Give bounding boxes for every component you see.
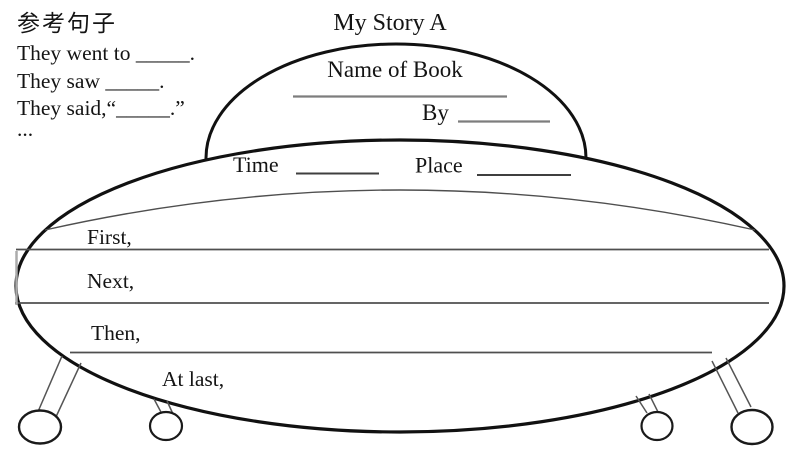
landing-foot-inner-right bbox=[640, 410, 674, 442]
landing-leg-far-right bbox=[711, 357, 752, 414]
reference-sentence-1: They went to _____. bbox=[17, 41, 195, 65]
landing-leg-far-left bbox=[36, 355, 82, 420]
landing-foot-far-left bbox=[17, 409, 63, 445]
place-label: Place bbox=[415, 153, 463, 178]
story-title: My Story A bbox=[333, 10, 447, 36]
landing-foot-inner-left bbox=[148, 410, 184, 442]
landing-leg-inner-right bbox=[635, 393, 659, 414]
sequence-then-label: Then, bbox=[91, 321, 141, 345]
inner-band-arc bbox=[44, 189, 756, 231]
reference-sentence-3: They said,“_____.” bbox=[17, 96, 185, 120]
sequence-first-label: First, bbox=[87, 225, 132, 249]
reference-sentence-2: They saw _____. bbox=[17, 69, 165, 93]
landing-foot-far-right bbox=[730, 408, 774, 446]
reference-heading: 参考句子 bbox=[17, 11, 117, 36]
sequence-next-label: Next, bbox=[87, 269, 134, 293]
book-name-label: Name of Book bbox=[327, 57, 463, 82]
reference-ellipsis: ... bbox=[17, 117, 33, 141]
sequence-at-last-label: At last, bbox=[162, 367, 224, 391]
time-label: Time bbox=[233, 152, 279, 177]
by-label: By bbox=[422, 100, 449, 125]
